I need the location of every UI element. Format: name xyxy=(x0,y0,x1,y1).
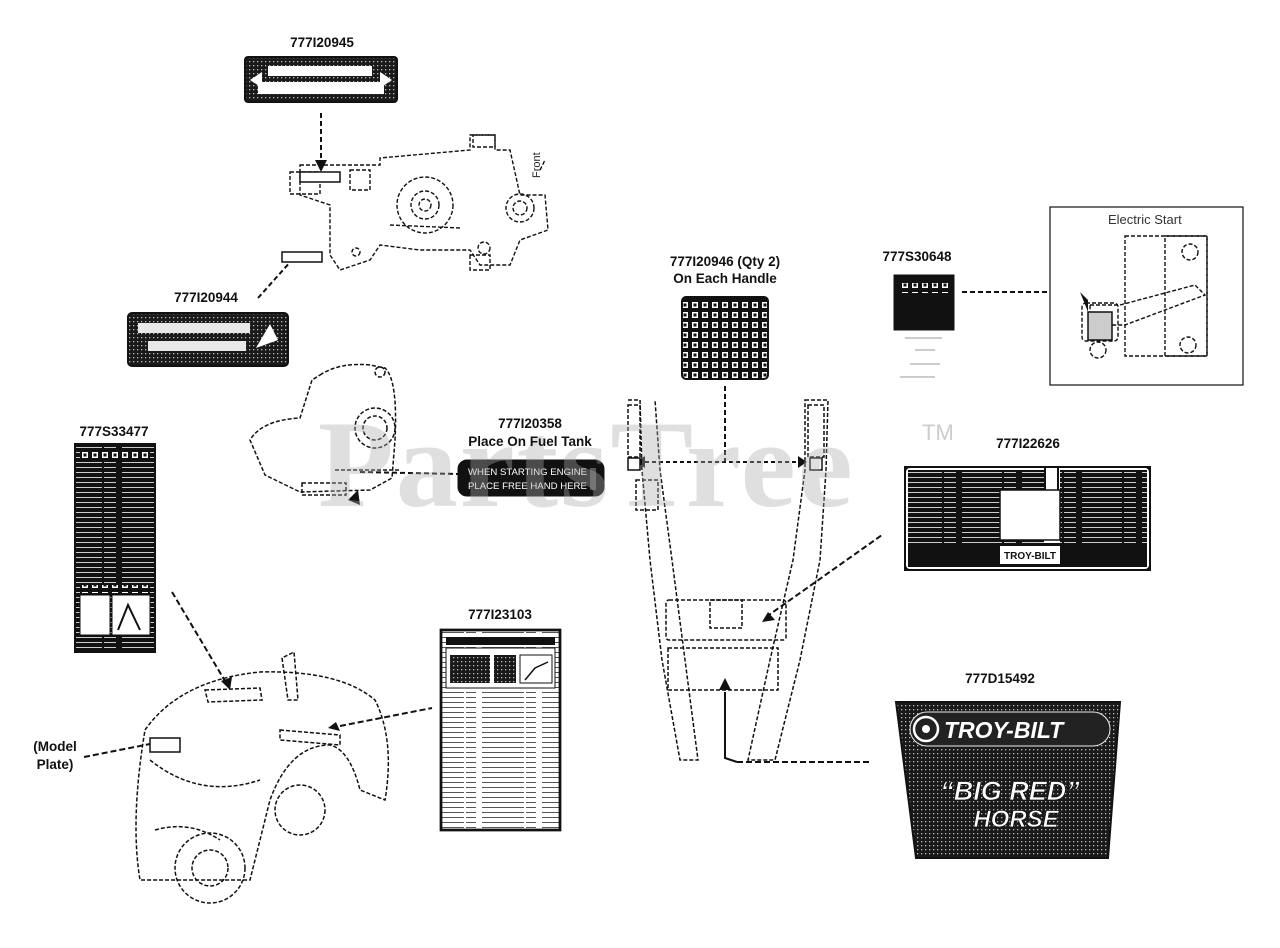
big-red-line1: “BIG RED” xyxy=(940,776,1080,806)
decal-777I22626: TROY-BILT xyxy=(904,466,1151,571)
tiller-drawing xyxy=(135,650,390,904)
electric-start-inset xyxy=(1049,206,1244,386)
leader-model-plate xyxy=(83,743,151,758)
watermark-text: PartsTree xyxy=(318,396,855,533)
label-handle-note: On Each Handle xyxy=(673,271,777,286)
label-777I23103: 777I23103 xyxy=(468,607,532,622)
fuel-decal-line1: WHEN STARTING ENGINE xyxy=(468,467,587,478)
front-label: Front xyxy=(531,152,543,178)
decal-777I20945 xyxy=(244,56,398,103)
label-777S33477: 777S33477 xyxy=(79,424,149,439)
leader-777I20358 xyxy=(359,471,459,475)
big-red-brand: TROY-BILT xyxy=(944,717,1065,743)
label-777I20946: 777I20946 (Qty 2) xyxy=(669,254,781,269)
label-electric-start: Electric Start xyxy=(1108,212,1182,227)
leader-777S33477 xyxy=(171,591,229,687)
fuel-decal-line2: PLACE FREE HAND HERE xyxy=(468,481,587,492)
brand-mark-small: TROY-BILT xyxy=(1004,551,1056,562)
decal-777S33477 xyxy=(74,443,156,653)
decal-777I20358 xyxy=(457,459,605,497)
label-fuel-tank-note: Place On Fuel Tank xyxy=(468,434,592,449)
leader-777I22626 xyxy=(765,534,883,618)
label-model-plate: (Model Plate) xyxy=(33,739,77,772)
watermark-tm: TM xyxy=(922,420,954,445)
decal-777I23103 xyxy=(439,628,562,832)
fuel-tank-drawing xyxy=(249,363,400,496)
decal-777I20944 xyxy=(127,312,289,367)
label-777I20945: 777I20945 xyxy=(290,35,354,50)
label-777D15492: 777D15492 xyxy=(965,671,1035,686)
label-777I20944: 777I20944 xyxy=(174,290,238,305)
leader-777I23103 xyxy=(339,707,433,727)
label-777S30648: 777S30648 xyxy=(882,249,952,264)
label-777I22626: 777I22626 xyxy=(996,436,1060,451)
decal-777S30648 xyxy=(893,274,955,378)
label-777I20358: 777I20358 xyxy=(498,416,562,431)
big-red-line2: HORSE xyxy=(973,806,1059,833)
transmission-drawing xyxy=(289,134,549,271)
decal-777D15492 xyxy=(894,701,1122,859)
leader-777I20944 xyxy=(257,259,293,299)
decal-777I20946 xyxy=(681,296,769,380)
